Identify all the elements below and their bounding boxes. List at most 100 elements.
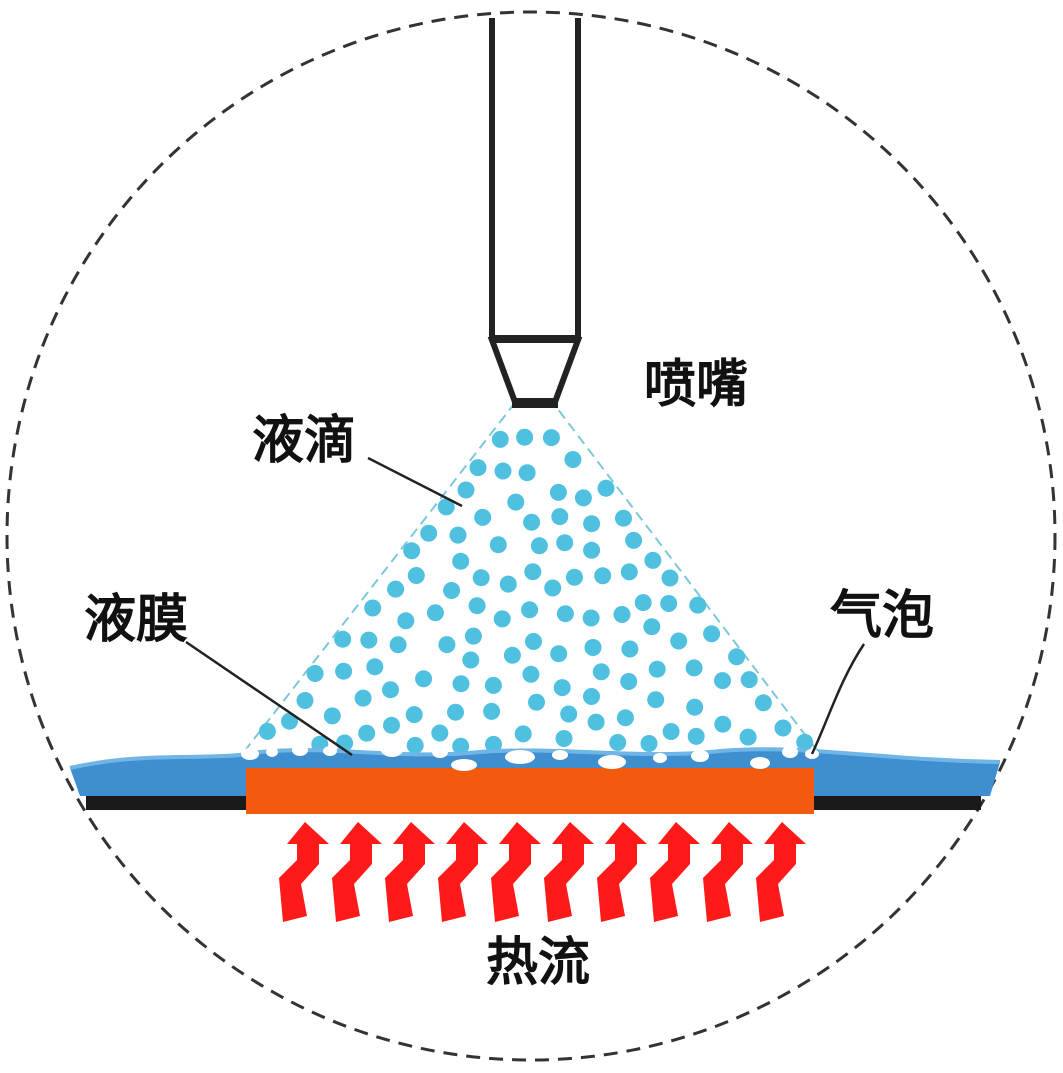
- droplet-icon: [566, 568, 583, 586]
- droplet-icon: [383, 716, 400, 734]
- droplet-icon: [437, 498, 455, 516]
- droplet-icon: [714, 715, 732, 733]
- droplet-icon: [689, 596, 707, 614]
- heat-arrow-icon: [544, 822, 594, 922]
- bubble-icon: [782, 746, 798, 758]
- droplet-icon: [426, 604, 444, 622]
- droplet-icon: [644, 551, 662, 569]
- droplet-icon: [493, 610, 511, 628]
- droplet-icon: [472, 569, 490, 587]
- droplet-icon: [524, 563, 542, 581]
- droplet-icon: [364, 599, 382, 617]
- droplets-label: 液滴: [252, 411, 356, 471]
- droplet-icon: [469, 459, 487, 477]
- droplet-icon: [584, 639, 602, 656]
- droplet-icon: [587, 713, 605, 731]
- bubble-icon: [292, 744, 308, 756]
- heat-flux-label: 热流: [486, 933, 590, 993]
- droplet-icon: [594, 567, 612, 585]
- droplet-icon: [518, 464, 536, 482]
- nozzle: [487, 18, 583, 408]
- droplet-icon: [796, 733, 814, 751]
- droplet-icon: [335, 662, 353, 680]
- droplet-group: [258, 428, 814, 755]
- nozzle-orifice: [512, 398, 558, 408]
- droplet-icon: [647, 691, 665, 709]
- droplet-icon: [643, 618, 661, 636]
- droplet-icon: [468, 597, 486, 615]
- droplet-icon: [452, 552, 470, 570]
- droplet-icon: [281, 712, 298, 730]
- droplet-icon: [564, 451, 582, 468]
- droplet-icon: [514, 725, 532, 743]
- droplet-icon: [774, 719, 792, 737]
- droplet-icon: [553, 679, 571, 697]
- droplet-icon: [258, 722, 276, 740]
- droplet-icon: [464, 627, 482, 645]
- droplet-icon: [670, 632, 688, 650]
- bubble-icon: [380, 739, 404, 757]
- heat-arrow-icon: [491, 822, 541, 922]
- droplet-icon: [740, 671, 758, 689]
- bubble-icon: [241, 748, 259, 760]
- heat-arrow-icon: [438, 822, 488, 922]
- heat-arrow-icon: [332, 822, 382, 922]
- droplet-icon: [555, 730, 573, 747]
- heat-arrow-icon: [279, 822, 329, 922]
- droplet-icon: [407, 567, 425, 584]
- droplet-icon: [397, 612, 415, 630]
- heat-arrow-icon: [650, 822, 700, 922]
- droplet-icon: [648, 660, 666, 678]
- bubble-icon: [432, 746, 448, 758]
- droplet-icon: [620, 563, 638, 581]
- nozzle-tip: [487, 337, 583, 405]
- droplet-icon: [484, 676, 502, 694]
- droplet-icon: [296, 692, 314, 709]
- droplet-icon: [431, 724, 449, 742]
- droplet-icon: [544, 579, 562, 597]
- droplet-icon: [474, 508, 492, 526]
- droplet-icon: [620, 673, 638, 690]
- nozzle-label: 喷嘴: [644, 355, 748, 415]
- droplet-icon: [521, 601, 539, 619]
- heat-arrow-icon: [385, 822, 435, 922]
- droplet-icon: [523, 513, 541, 531]
- dashed-boundary-circle: [5, 10, 1057, 1062]
- droplets-leader-line: [367, 456, 463, 508]
- droplet-icon: [556, 534, 574, 552]
- bubble-icon: [323, 746, 337, 756]
- droplet-icon: [661, 569, 679, 587]
- droplet-icon: [662, 723, 680, 740]
- droplet-icon: [583, 515, 601, 533]
- bubbles-label: 气泡: [830, 586, 934, 646]
- droplet-icon: [382, 681, 399, 699]
- droplet-icon: [457, 481, 475, 499]
- droplet-icon: [592, 663, 610, 681]
- droplet-icon: [522, 665, 540, 683]
- droplet-icon: [625, 531, 643, 549]
- droplet-icon: [360, 631, 378, 649]
- droplet-icon: [551, 508, 569, 526]
- droplet-icon: [728, 648, 746, 666]
- droplet-icon: [358, 724, 376, 742]
- droplet-icon: [406, 736, 424, 754]
- droplet-icon: [525, 633, 542, 650]
- droplet-icon: [503, 646, 521, 664]
- droplet-icon: [542, 429, 560, 447]
- bubble-icon: [451, 759, 477, 771]
- bubble-icon: [598, 755, 626, 769]
- droplet-icon: [489, 536, 507, 554]
- droplet-icon: [714, 672, 731, 690]
- droplet-icon: [754, 694, 772, 712]
- droplet-icon: [550, 645, 568, 663]
- nozzle-body: [489, 18, 581, 341]
- droplet-icon: [389, 636, 407, 654]
- bubble-group: [241, 739, 819, 771]
- droplet-icon: [452, 737, 470, 755]
- droplet-icon: [616, 709, 634, 727]
- droplet-icon: [583, 688, 600, 705]
- droplet-icon: [499, 575, 517, 593]
- droplet-icon: [615, 509, 632, 527]
- liquid-film-leader-line: [185, 640, 353, 757]
